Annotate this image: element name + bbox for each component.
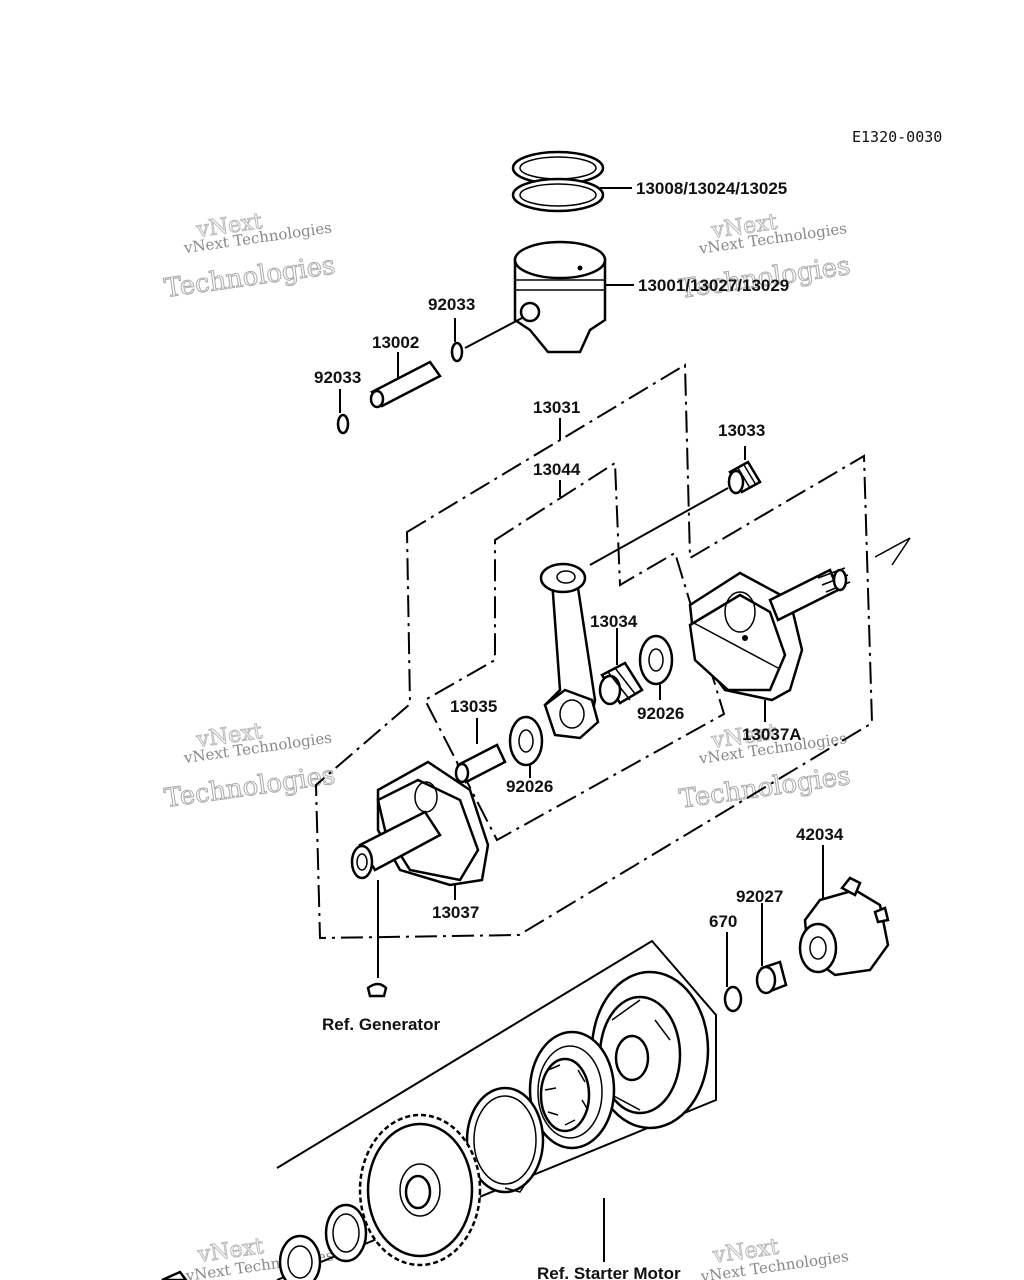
watermark-mid-left: vNext vNext Technologies Technologies <box>162 719 338 815</box>
watermark-bottom-right: vNext vNext Technologies <box>699 1234 850 1280</box>
label-clip-upper: 92033 <box>428 295 475 314</box>
snap-ring <box>465 1086 545 1194</box>
label-bearing-cover: 42034 <box>796 825 844 844</box>
bearing-cover <box>798 845 890 977</box>
label-piston: 13001/13027/13029 <box>638 276 789 295</box>
label-crank-right: 13037A <box>742 725 802 744</box>
label-small-end-bearing: 13033 <box>718 421 765 440</box>
small-end-bearing <box>589 446 762 566</box>
label-clip-lower: 92033 <box>314 368 361 387</box>
piston-rings <box>511 150 632 213</box>
starter-clutch-boundary <box>276 939 717 1280</box>
woodruff-key <box>366 880 388 998</box>
big-end-bearing <box>598 628 644 706</box>
watermark-text: Technologies <box>163 760 338 814</box>
crankshaft-assy-boundary <box>314 363 874 940</box>
crankshaft-half-left <box>350 760 490 900</box>
label-pin: 13002 <box>372 333 419 352</box>
label-big-end-bearing: 13034 <box>590 612 638 631</box>
watermark-top-left: vNext vNext Technologies Technologies <box>162 209 338 305</box>
diagram-code: E1320-0030 <box>852 128 942 146</box>
bottom-bearing <box>278 1234 322 1280</box>
label-ref-generator: Ref. Generator <box>322 1015 440 1034</box>
label-crankshaft-assy: 13031 <box>533 398 580 417</box>
one-way-clutch <box>528 1030 616 1150</box>
label-rings: 13008/13024/13025 <box>636 179 787 198</box>
conrod-assy-boundary <box>423 461 726 842</box>
label-conrod-assy: 13044 <box>533 460 581 479</box>
starter-clutch-housing <box>590 970 710 1130</box>
thrust-washer-left <box>508 715 544 778</box>
corner-fragment <box>161 1270 188 1280</box>
label-ref-starter: Ref. Starter Motor <box>537 1264 681 1280</box>
direction-mark <box>874 537 911 566</box>
connecting-rod <box>539 562 600 740</box>
starter-gear <box>358 1113 482 1267</box>
label-o-ring: 670 <box>709 912 737 931</box>
watermark-text: Technologies <box>163 250 338 304</box>
crank-pin <box>454 718 507 784</box>
piston-pin <box>369 352 442 409</box>
piston-pin-clip-upper <box>450 317 523 363</box>
piston-pin-clip-lower <box>336 389 350 435</box>
label-washer-right: 92026 <box>637 704 684 723</box>
gear-washer <box>324 1203 368 1263</box>
thrust-washer-right <box>638 634 674 700</box>
label-crank-pin: 13035 <box>450 697 497 716</box>
crankshaft-half-right <box>688 567 851 722</box>
o-ring <box>723 932 743 1013</box>
label-washer-left: 92026 <box>506 777 553 796</box>
bushing <box>755 903 788 995</box>
piston <box>513 240 634 354</box>
label-bushing: 92027 <box>736 887 783 906</box>
label-crank-left: 13037 <box>432 903 479 922</box>
